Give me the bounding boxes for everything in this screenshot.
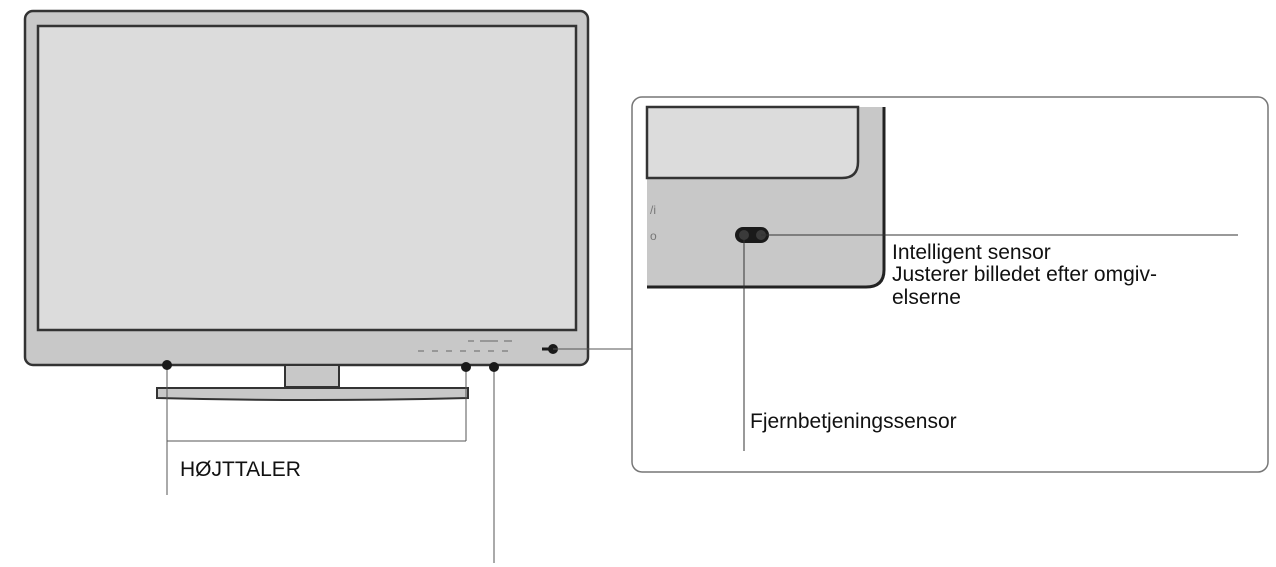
speaker-right-dot bbox=[461, 362, 471, 372]
bottom-pointer-dot bbox=[489, 362, 499, 372]
zoomed-button-marks: /i bbox=[650, 203, 656, 217]
tv-monitor bbox=[23, 9, 590, 367]
intelligent-sensor-desc-line1: Justerer billedet efter omgiv- bbox=[892, 263, 1157, 286]
speaker-callout bbox=[166, 365, 467, 495]
tv-screen bbox=[36, 24, 578, 332]
zoomed-screen bbox=[645, 105, 860, 180]
front-control-buttons bbox=[418, 340, 512, 352]
stand-neck bbox=[284, 364, 340, 388]
tv-stand bbox=[156, 364, 469, 401]
stand-base bbox=[156, 387, 469, 401]
zoomed-button-marks-2: o bbox=[650, 229, 657, 243]
zoomed-bezel-edge bbox=[647, 107, 886, 289]
speaker-left-dot bbox=[162, 360, 172, 370]
zoomed-sensor-dot-left bbox=[739, 230, 749, 240]
intelligent-sensor-title: Intelligent sensor bbox=[892, 241, 1051, 264]
zoomed-tv-corner: /i o bbox=[645, 105, 886, 289]
intelligent-sensor-desc-line2: elserne bbox=[892, 286, 961, 309]
speaker-label: HØJTTALER bbox=[180, 458, 301, 481]
remote-sensor-label: Fjernbetjeningssensor bbox=[750, 410, 957, 433]
